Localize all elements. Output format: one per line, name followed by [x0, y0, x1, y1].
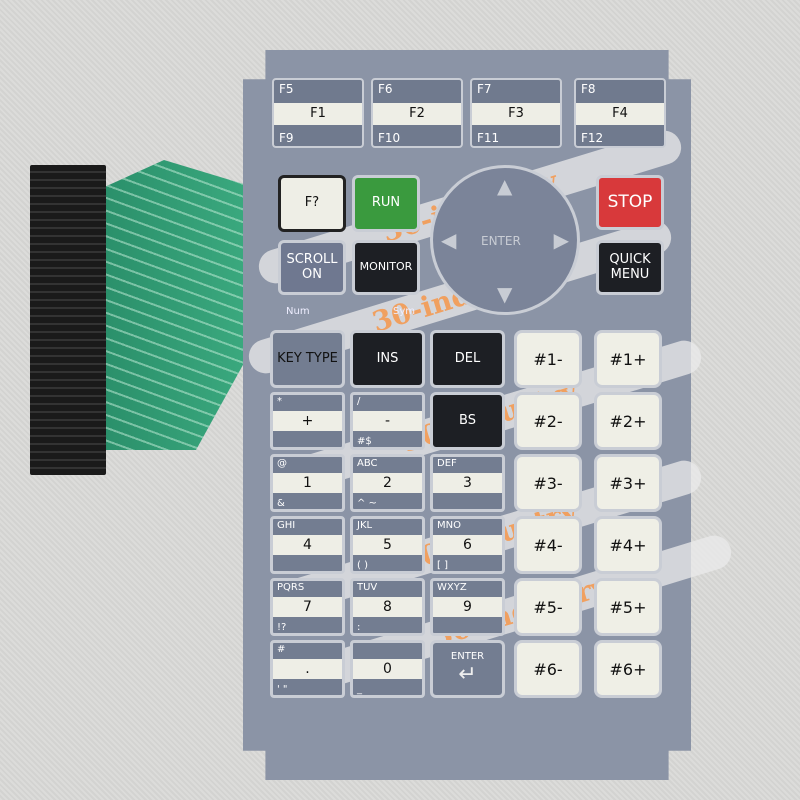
main-label: 0 [353, 659, 422, 679]
top-label: @ [277, 458, 287, 469]
quick-menu-key[interactable]: QUICK MENU [596, 240, 664, 295]
bottom-label: [ ] [437, 560, 448, 571]
bottom-label: !? [277, 622, 287, 633]
numeric-key-6[interactable]: MNO 6 [ ] [430, 516, 505, 574]
numeric-key-8[interactable]: TUV 8: [350, 578, 425, 636]
main-label: 7 [273, 597, 342, 617]
bottom-label: _ [357, 684, 362, 695]
main-label: F4 [576, 103, 664, 125]
top-label: TUV [357, 582, 378, 593]
axis-key[interactable]: #3+ [594, 454, 662, 512]
main-label: 3 [433, 473, 502, 493]
bottom-label: & [277, 498, 285, 509]
main-label: 8 [353, 597, 422, 617]
bottom-label: F9 [279, 131, 294, 145]
run-key[interactable]: RUN [352, 175, 420, 232]
axis-key[interactable]: #1- [514, 330, 582, 388]
fn-key[interactable]: F? [278, 175, 346, 232]
dpad: ▲ ▼ ◀ ▶ ENTER [430, 165, 580, 315]
main-label: 2 [353, 473, 422, 493]
main-label: + [273, 411, 342, 431]
top-label: / [357, 396, 361, 407]
main-label: . [273, 659, 342, 679]
enter-numeric-key[interactable]: ENTER ↵ [430, 640, 505, 698]
numeric-key--[interactable]: / - #$ [350, 392, 425, 450]
main-label: - [353, 411, 422, 431]
top-label: GHI [277, 520, 296, 531]
main-label: F2 [373, 103, 461, 125]
bs-key[interactable]: BS [430, 392, 505, 450]
bottom-label: #$ [357, 436, 372, 447]
numeric-key-0[interactable]: 0_ [350, 640, 425, 698]
sym-mode-label: Sym [393, 306, 416, 317]
top-label: F5 [279, 82, 294, 96]
top-label: ABC [357, 458, 378, 469]
down-arrow-icon[interactable]: ▼ [497, 282, 513, 306]
numeric-key-1[interactable]: @1 & [270, 454, 345, 512]
monitor-key[interactable]: MONITOR [352, 240, 420, 295]
top-label: PQRS [277, 582, 305, 593]
axis-key[interactable]: #1+ [594, 330, 662, 388]
main-label: 4 [273, 535, 342, 555]
main-label: 6 [433, 535, 502, 555]
right-arrow-icon[interactable]: ▶ [553, 228, 569, 252]
stop-key[interactable]: STOP [596, 175, 664, 230]
main-label: 5 [353, 535, 422, 555]
axis-key[interactable]: #5+ [594, 578, 662, 636]
top-label: * [277, 396, 282, 407]
top-label: WXYZ [437, 582, 467, 593]
bottom-label: F11 [477, 131, 500, 145]
axis-key[interactable]: #2- [514, 392, 582, 450]
bottom-label: ' " [277, 684, 288, 695]
numeric-key-+[interactable]: *+ [270, 392, 345, 450]
return-arrow-icon: ↵ [458, 662, 477, 688]
bottom-label: F12 [581, 131, 604, 145]
num-mode-label: Num [286, 306, 310, 317]
bottom-label: ( ) [357, 560, 368, 571]
axis-key[interactable]: #4- [514, 516, 582, 574]
numeric-key-4[interactable]: GHI 4 [270, 516, 345, 574]
scroll-on-key[interactable]: SCROLL ON [278, 240, 346, 295]
numeric-key-.[interactable]: #. ' " [270, 640, 345, 698]
axis-key[interactable]: #3- [514, 454, 582, 512]
del-key[interactable]: DEL [430, 330, 505, 388]
bottom-label: F10 [378, 131, 401, 145]
enter-key[interactable]: ENTER [481, 234, 521, 248]
numeric-key-5[interactable]: JKL 5 ( ) [350, 516, 425, 574]
numeric-key-2[interactable]: ABC 2 ^ ~ [350, 454, 425, 512]
top-label: # [277, 644, 286, 655]
numeric-key-3[interactable]: DEF 3 [430, 454, 505, 512]
bottom-label: ^ ~ [357, 498, 377, 509]
key-type-key[interactable]: KEY TYPE [270, 330, 345, 388]
top-label: DEF [437, 458, 457, 469]
enter-label: ENTER [450, 650, 485, 662]
connector [30, 165, 106, 475]
main-label: F1 [274, 103, 362, 125]
main-label: 9 [433, 597, 502, 617]
left-arrow-icon[interactable]: ◀ [441, 228, 457, 252]
axis-key[interactable]: #6- [514, 640, 582, 698]
axis-key[interactable]: #5- [514, 578, 582, 636]
bottom-label: : [357, 622, 361, 633]
top-label: F7 [477, 82, 492, 96]
axis-key[interactable]: #2+ [594, 392, 662, 450]
top-label: MNO [437, 520, 461, 531]
axis-key[interactable]: #6+ [594, 640, 662, 698]
top-label: F6 [378, 82, 393, 96]
axis-key[interactable]: #4+ [594, 516, 662, 574]
top-label: JKL [357, 520, 373, 531]
numeric-key-7[interactable]: PQRS 7!? [270, 578, 345, 636]
numeric-key-9[interactable]: WXYZ 9 [430, 578, 505, 636]
main-label: F3 [472, 103, 560, 125]
ins-key[interactable]: INS [350, 330, 425, 388]
main-label: 1 [273, 473, 342, 493]
top-label: F8 [581, 82, 596, 96]
up-arrow-icon[interactable]: ▲ [497, 174, 513, 198]
